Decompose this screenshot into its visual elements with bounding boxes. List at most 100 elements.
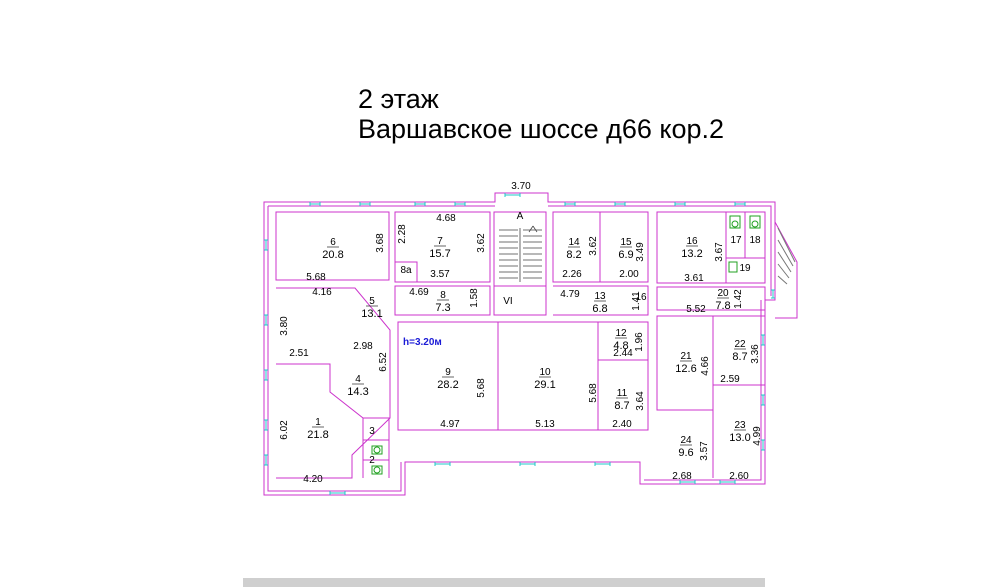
- stair-wall: [493, 211, 547, 316]
- room-area-7: 15.7: [429, 248, 450, 260]
- dimension-label: 3.80: [279, 316, 290, 336]
- dimension-label: 3.64: [635, 391, 646, 411]
- annex-hatch: [777, 227, 796, 285]
- room-area-13: 6.8: [592, 303, 607, 315]
- dimension-label: 1.41: [631, 291, 642, 311]
- room-area-4: 14.3: [347, 386, 368, 398]
- room-area-1: 21.8: [307, 429, 328, 441]
- room-number-18: 18: [749, 235, 761, 246]
- dimension-label: 2.98: [353, 341, 373, 352]
- room-number-8: 8: [440, 290, 446, 301]
- dimension-label: 3.62: [588, 236, 599, 256]
- room-number-15: 15: [620, 237, 632, 248]
- room-area-20: 7.8: [715, 300, 730, 312]
- room-area-15: 6.9: [618, 249, 633, 261]
- room-area-16: 13.2: [681, 248, 702, 260]
- dimension-label: 3.49: [635, 242, 646, 262]
- room-number-16: 16: [686, 236, 698, 247]
- dimension-label: 3.57: [430, 269, 450, 280]
- wall: [725, 212, 765, 283]
- dimension-label: 4.66: [700, 356, 711, 376]
- dimension-label: 2.00: [619, 269, 639, 280]
- dimension-label: 3.57: [699, 441, 710, 461]
- room-number-2: 2: [369, 455, 375, 466]
- room-number-19: 19: [739, 263, 751, 274]
- wall: [276, 287, 391, 479]
- room-number-23: 23: [734, 420, 746, 431]
- room-area-8: 7.3: [435, 302, 450, 314]
- dimension-label: 5.68: [306, 272, 326, 283]
- wall: [498, 321, 599, 431]
- dimension-label: 6.52: [378, 352, 389, 372]
- annex-outline: [774, 221, 798, 319]
- stair-flight: [499, 225, 542, 282]
- room-area-12: 4.8: [613, 340, 628, 352]
- dimension-label: 2.51: [289, 348, 309, 359]
- room-number-5: 5: [369, 296, 375, 307]
- dimension-label: 3.67: [714, 242, 725, 262]
- dimension-label: 3.61: [684, 273, 704, 284]
- dimension-label: 3.36: [750, 344, 761, 364]
- room-number-1: 1: [315, 417, 321, 428]
- dimension-label: 4.68: [436, 213, 456, 224]
- stair-roman-label: VI: [503, 296, 512, 307]
- room-number-12: 12: [615, 328, 627, 339]
- room-number-24: 24: [680, 435, 692, 446]
- room-number-11: 11: [617, 388, 628, 399]
- room-area-6: 20.8: [322, 249, 343, 261]
- wall: [395, 261, 418, 282]
- room-area-23: 13.0: [729, 432, 750, 444]
- room-area-21: 12.6: [675, 363, 696, 375]
- room-area-22: 8.7: [732, 351, 747, 363]
- dimension-label: 5.52: [686, 304, 706, 315]
- windows: [264, 193, 775, 495]
- wall: [394, 211, 491, 283]
- wall: [275, 211, 390, 281]
- wall: [657, 409, 714, 478]
- room-number-9: 9: [445, 367, 451, 378]
- room-number-6: 6: [330, 237, 336, 248]
- fixtures: [371, 215, 761, 475]
- room-number-14: 14: [568, 237, 580, 248]
- room-area-11: 8.7: [614, 400, 629, 412]
- dimension-label: 2.68: [672, 471, 692, 482]
- room-area-14: 8.2: [566, 249, 581, 261]
- room-number-7: 7: [437, 236, 443, 247]
- dimension-label: 1.42: [733, 289, 744, 309]
- ceiling-height-note: h=3.20м: [403, 337, 442, 348]
- dimension-label: 2.26: [562, 269, 582, 280]
- room-number-3: 3: [369, 426, 375, 437]
- room-number-21: 21: [680, 351, 692, 362]
- room-number-20: 20: [717, 288, 729, 299]
- dimension-label: 4.16: [312, 287, 332, 298]
- dimension-label: 3.70: [511, 181, 531, 192]
- dimension-label: 1.96: [634, 332, 645, 352]
- dimension-label: 2.59: [720, 374, 740, 385]
- address-title: Варшавское шоссе д66 кор.2: [358, 114, 725, 144]
- wall: [552, 211, 649, 283]
- dimension-label: 5.68: [476, 378, 487, 398]
- room-number-22: 22: [734, 339, 746, 350]
- dimension-label: 5.13: [535, 419, 555, 430]
- room-area-5: 13.1: [361, 308, 382, 320]
- room-area-10: 29.1: [534, 379, 555, 391]
- dimension-label: 3.68: [375, 233, 386, 253]
- room-number-10: 10: [539, 367, 551, 378]
- dimension-label: 3.62: [476, 233, 487, 253]
- room-area-24: 9.6: [678, 447, 693, 459]
- room-number-8а: 8а: [400, 265, 412, 276]
- horizontal-scrollbar[interactable]: [243, 578, 765, 587]
- dimension-label: 4.79: [560, 289, 580, 300]
- room-number-17: 17: [730, 235, 742, 246]
- dimension-label: 2.44: [613, 348, 633, 359]
- dimension-label: 2.28: [397, 224, 408, 244]
- wall: [363, 417, 390, 478]
- wall: [656, 286, 766, 311]
- wall: [394, 285, 491, 316]
- dimension-label: 5.68: [588, 383, 599, 403]
- floor-title: 2 этаж: [358, 84, 439, 114]
- outer-wall-inner: [267, 205, 772, 492]
- wall: [276, 363, 364, 478]
- stair-label: A: [517, 211, 524, 222]
